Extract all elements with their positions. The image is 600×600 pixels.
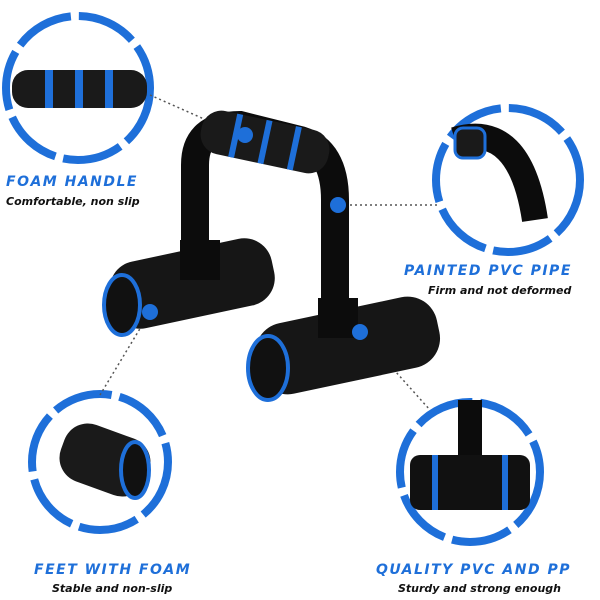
detail-circle-feet-foam [28, 390, 172, 534]
detail-circle-pvc-pipe [432, 104, 584, 256]
feature-subtitle-feet-foam: Stable and non-slip [52, 582, 173, 595]
feature-subtitle-foam-handle: Comfortable, non slip [6, 195, 140, 208]
feature-title-pvc-pipe: PAINTED PVC PIPE [404, 263, 572, 279]
detail-circle-foam-handle [2, 12, 154, 164]
feature-subtitle-pvc-pipe: Firm and not deformed [428, 284, 572, 297]
detail-circle-pvc-pp [396, 398, 544, 546]
feature-title-pvc-pp: QUALITY PVC AND PP [376, 562, 571, 578]
push-up-bar [102, 110, 441, 402]
feature-title-foam-handle: FOAM HANDLE [6, 174, 138, 190]
marker-dots [142, 127, 368, 340]
feature-title-feet-foam: FEET WITH FOAM [34, 562, 192, 578]
feature-subtitle-pvc-pp: Sturdy and strong enough [398, 582, 561, 595]
